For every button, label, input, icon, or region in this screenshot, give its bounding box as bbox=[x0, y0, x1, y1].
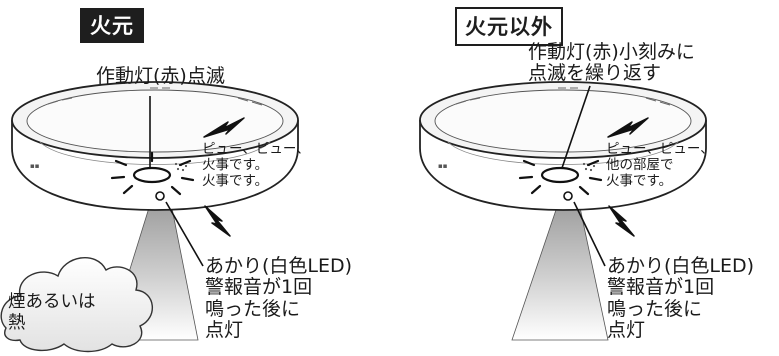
other-room-tag: 火元以外 bbox=[455, 7, 563, 46]
smoke-cloud-label: 煙あるいは 熱 bbox=[8, 292, 96, 335]
voice-line: 他の部屋で bbox=[606, 157, 674, 174]
left-light-callout: あかり(白色LED) 警報音が1回 鳴った後に 点灯 bbox=[205, 255, 353, 341]
left-detector-group: ▪▪ bbox=[11, 81, 299, 341]
source-room-tag: 火元 bbox=[80, 8, 144, 43]
light-line: あかり(白色LED) bbox=[607, 255, 755, 277]
right-indicator-callout: 作動灯(赤)小刻みに 点滅を繰り返す bbox=[528, 42, 695, 84]
left-indicator-lamp bbox=[132, 166, 172, 184]
light-line: 鳴った後に bbox=[205, 297, 301, 320]
smoke-cloud bbox=[0, 256, 154, 353]
callout-line: 点滅を繰り返す bbox=[528, 61, 662, 84]
voice-line: ピュー、ピュー、 bbox=[202, 141, 310, 157]
right-voice-message: ピュー、ピュー、 他の部屋で 火事です。 bbox=[606, 141, 714, 190]
voice-line: 火事です。 bbox=[202, 173, 269, 190]
left-blink-rays bbox=[110, 151, 195, 196]
right-detector-group: ▪▪ bbox=[419, 81, 707, 341]
cloud-line: 熱 bbox=[8, 313, 26, 334]
voice-line: 火事です。 bbox=[202, 157, 269, 174]
left-indicator-callout: 作動灯(赤)点滅 bbox=[96, 65, 225, 87]
light-line: あかり(白色LED) bbox=[205, 255, 353, 277]
right-sound-bolt-lower bbox=[608, 205, 635, 237]
light-line: 警報音が1回 bbox=[607, 276, 715, 299]
light-line: 警報音が1回 bbox=[205, 276, 313, 299]
right-light-beam bbox=[511, 197, 609, 341]
voice-line: ピュー、ピュー、 bbox=[606, 141, 714, 157]
voice-line: 火事です。 bbox=[606, 173, 673, 190]
svg-text:▪▪: ▪▪ bbox=[30, 162, 40, 170]
light-line: 鳴った後に bbox=[607, 297, 703, 320]
callout-line: 作動灯(赤)小刻みに bbox=[528, 41, 695, 63]
left-sound-bolt-upper bbox=[203, 117, 245, 138]
light-line: 点灯 bbox=[607, 318, 646, 341]
light-line: 点灯 bbox=[205, 318, 244, 341]
left-sound-bolt-lower bbox=[204, 205, 231, 237]
left-smoke-detector: ▪▪ bbox=[11, 81, 299, 211]
left-voice-message: ピュー、ピュー、 火事です。 火事です。 bbox=[202, 141, 310, 190]
right-indicator-lamp bbox=[540, 166, 580, 184]
right-sound-bolt-upper bbox=[607, 117, 649, 138]
right-light-callout: あかり(白色LED) 警報音が1回 鳴った後に 点灯 bbox=[607, 255, 755, 341]
cloud-line: 煙あるいは bbox=[8, 292, 96, 312]
right-blink-rays bbox=[518, 159, 603, 196]
svg-text:▪▪: ▪▪ bbox=[438, 162, 448, 170]
